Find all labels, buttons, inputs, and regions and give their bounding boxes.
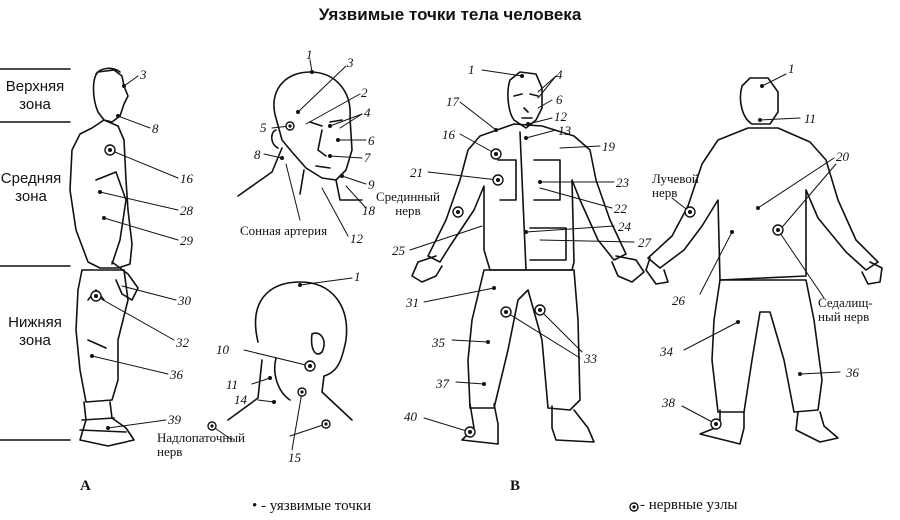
side-num: 3 <box>140 67 147 82</box>
sciatic-line2: ный нерв <box>818 309 870 324</box>
back-num: 11 <box>804 111 817 126</box>
back-num: 38 <box>662 395 675 410</box>
zone-middle-label: Средняя зона <box>0 170 62 206</box>
figure-letter-a: А <box>80 478 91 494</box>
nerve-nodes <box>90 121 784 512</box>
side-num: 16 <box>180 171 193 186</box>
head-num: 1 <box>306 47 313 62</box>
back-num: 1 <box>788 61 795 76</box>
front-num: 12 <box>554 109 567 124</box>
zone-lower-line2: зона <box>19 332 51 349</box>
front-num: 6 <box>556 92 563 107</box>
zone-upper-label: Верхняя зона <box>0 78 70 114</box>
head-num: 18 <box>362 203 375 218</box>
front-num: 22 <box>614 201 627 216</box>
zone-middle-line1: Средняя <box>0 170 62 187</box>
legend-nodes: - нервные узлы <box>640 497 738 513</box>
back-num: 20 <box>836 149 849 164</box>
front-num: 40 <box>404 409 417 424</box>
median-nerve-label: Срединный нерв <box>376 190 440 218</box>
vulnerable-points <box>90 70 802 430</box>
neck-num: 10 <box>216 342 229 357</box>
figure-letter-b: В <box>510 478 521 494</box>
head-num: 2 <box>361 85 368 100</box>
side-num: 28 <box>180 203 193 218</box>
back-num: 34 <box>660 344 673 359</box>
back-figure <box>645 77 883 445</box>
front-num: 37 <box>436 376 449 391</box>
front-figure <box>411 71 645 445</box>
suprascapular-line2: нерв <box>157 444 183 459</box>
front-num: 25 <box>392 243 405 258</box>
front-num: 35 <box>432 335 445 350</box>
head-num: 12 <box>350 231 363 246</box>
legend-points: • - уязвимые точки <box>252 498 372 514</box>
front-num: 21 <box>410 165 423 180</box>
head-num: 7 <box>364 150 371 165</box>
back-num: 36 <box>846 365 859 380</box>
back-num: 26 <box>672 293 685 308</box>
front-num: 31 <box>406 295 419 310</box>
median-line1: Срединный <box>376 189 440 204</box>
neck-num: 14 <box>234 392 247 407</box>
zone-lines <box>0 68 71 441</box>
zone-upper-line2: зона <box>19 96 51 113</box>
median-line2: нерв <box>395 203 421 218</box>
head-num: 3 <box>347 55 354 70</box>
neck-closeup <box>227 281 353 421</box>
neck-num: 1 <box>354 269 361 284</box>
radial-line1: Лучевой <box>652 171 699 186</box>
side-num: 32 <box>176 335 189 350</box>
zone-lower-line1: Нижняя <box>8 314 62 331</box>
front-num: 4 <box>556 67 563 82</box>
side-num: 8 <box>152 121 159 136</box>
neck-num: 15 <box>288 450 301 465</box>
leader-lines <box>91 59 841 451</box>
zone-lower-label: Нижняя зона <box>0 314 70 350</box>
diagram-title: Уязвимые точки тела человека <box>318 5 582 24</box>
sciatic-line1: Седалищ- <box>818 295 873 310</box>
side-figure <box>69 67 139 447</box>
side-num: 29 <box>180 233 193 248</box>
front-num: 27 <box>638 235 651 250</box>
carotid-artery-label: Сонная артерия <box>240 223 328 238</box>
neck-num: 11 <box>226 377 239 392</box>
front-num: 16 <box>442 127 455 142</box>
radial-nerve-label: Лучевой нерв <box>652 172 699 200</box>
zone-middle-line2: зона <box>15 188 47 205</box>
front-num: 13 <box>558 123 571 138</box>
front-num: 24 <box>618 219 631 234</box>
front-num: 19 <box>602 139 615 154</box>
side-num: 30 <box>178 293 191 308</box>
head-num: 8 <box>254 147 261 162</box>
head-num: 4 <box>364 105 371 120</box>
suprascapular-line1: Надлопаточный <box>157 430 246 445</box>
side-num: 36 <box>170 367 183 382</box>
sciatic-nerve-label: Седалищ- ный нерв <box>818 296 873 324</box>
head-num: 9 <box>368 177 375 192</box>
zone-upper-line1: Верхняя <box>5 78 65 95</box>
front-num: 1 <box>468 62 475 77</box>
head-closeup <box>237 71 363 201</box>
front-num: 23 <box>616 175 629 190</box>
radial-line2: нерв <box>652 185 678 200</box>
side-num: 39 <box>168 412 181 427</box>
head-num: 6 <box>368 133 375 148</box>
head-num: 5 <box>260 120 267 135</box>
front-num: 17 <box>446 94 459 109</box>
suprascapular-nerve-label: Надлопаточный нерв <box>157 431 245 459</box>
front-num: 33 <box>584 351 597 366</box>
